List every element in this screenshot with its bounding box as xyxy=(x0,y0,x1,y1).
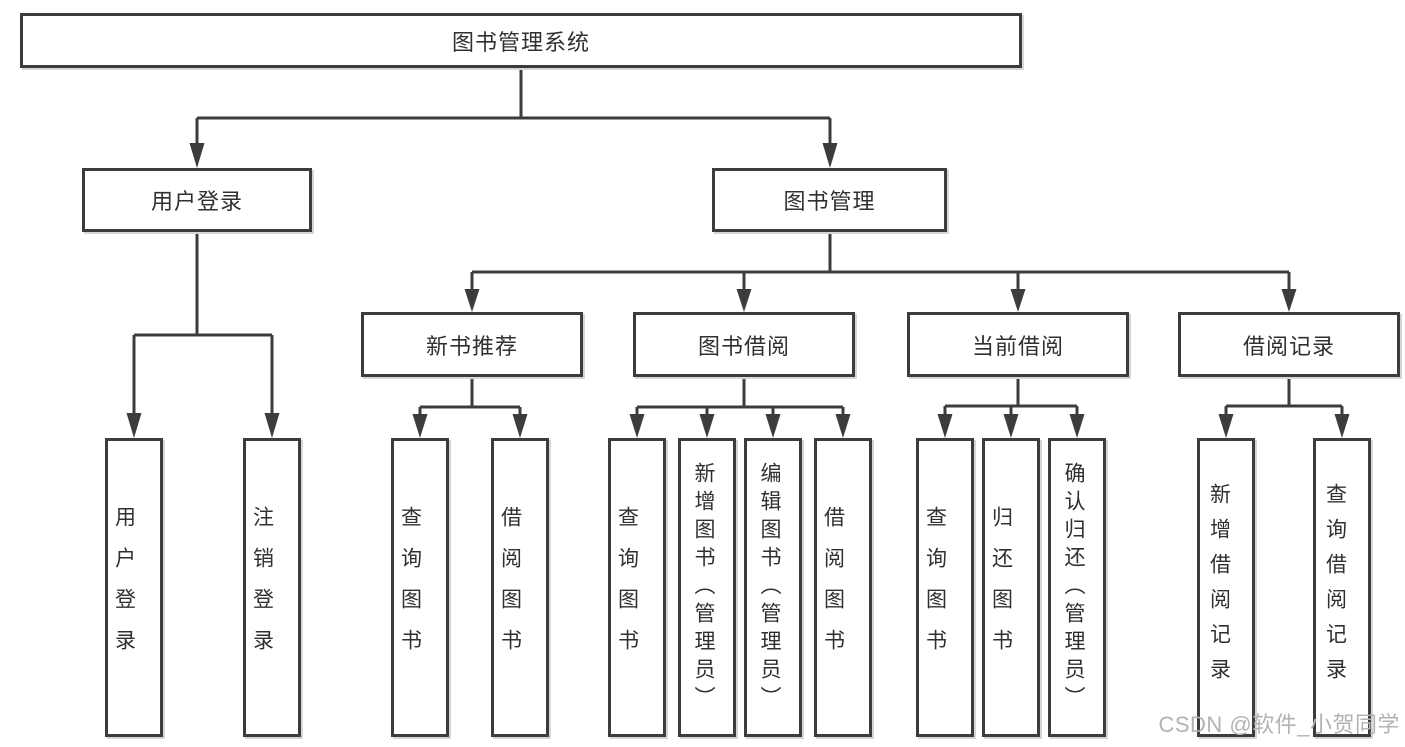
branch-book-borrow xyxy=(629,377,851,438)
branch-user-login xyxy=(126,232,280,438)
leaf-confirm-return-admin-label: 确认归还（管理员） xyxy=(1062,461,1085,714)
node-book-management: 图书管理 xyxy=(712,168,947,232)
branch-new-book xyxy=(412,377,528,438)
leaf-borrow-books-recommend-label: 借阅图书 xyxy=(498,505,522,670)
leaf-add-borrow-record-label: 新增借阅记录 xyxy=(1207,482,1231,693)
leaf-query-books-current-label: 查询图书 xyxy=(923,505,947,670)
arrow-down-icon xyxy=(189,143,205,168)
node-user-login: 用户登录 xyxy=(82,168,312,232)
root-node: 图书管理系统 xyxy=(20,13,1022,68)
leaf-query-borrow-record-label: 查询借阅记录 xyxy=(1323,482,1347,693)
leaf-borrow-books: 借阅图书 xyxy=(814,438,872,737)
leaf-query-borrow-record: 查询借阅记录 xyxy=(1313,438,1371,737)
root-node-label: 图书管理系统 xyxy=(451,29,590,55)
arrow-down-icon xyxy=(1218,414,1234,438)
node-book-management-label: 图书管理 xyxy=(783,189,876,214)
leaf-add-books-admin: 新增图书（管理员） xyxy=(678,438,736,737)
arrow-down-icon xyxy=(264,413,280,438)
arrow-down-icon xyxy=(1069,414,1085,438)
arrow-down-icon xyxy=(1281,289,1297,312)
leaf-user-login: 用户登录 xyxy=(105,438,163,737)
leaf-query-books-recommend: 查询图书 xyxy=(391,438,449,737)
arrow-down-icon xyxy=(937,414,953,438)
leaf-query-books-borrow: 查询图书 xyxy=(608,438,666,737)
leaf-logout-label: 注销登录 xyxy=(250,505,274,670)
leaf-add-books-admin-label: 新增图书（管理员） xyxy=(692,461,715,714)
arrow-down-icon xyxy=(464,289,480,312)
arrow-down-icon xyxy=(765,414,781,438)
node-borrow-records-label: 借阅记录 xyxy=(1242,333,1335,359)
node-current-borrow-label: 当前借阅 xyxy=(971,333,1064,359)
arrow-down-icon xyxy=(1010,289,1026,312)
leaf-user-login-label: 用户登录 xyxy=(112,505,136,670)
arrow-down-icon xyxy=(1003,414,1019,438)
arrow-down-icon xyxy=(835,414,851,438)
node-book-borrow-label: 图书借阅 xyxy=(697,333,790,359)
node-user-login-label: 用户登录 xyxy=(150,189,243,214)
arrow-down-icon xyxy=(822,143,838,168)
node-new-book-recommend: 新书推荐 xyxy=(361,312,583,377)
arrow-down-icon xyxy=(126,413,142,438)
csdn-watermark: CSDN @软件_小贺同学 xyxy=(1158,712,1400,737)
arrow-down-icon xyxy=(412,414,428,438)
branch-book-management xyxy=(464,232,1297,312)
node-new-book-recommend-label: 新书推荐 xyxy=(425,333,518,359)
leaf-edit-books-admin: 编辑图书（管理员） xyxy=(744,438,802,737)
leaf-borrow-books-recommend: 借阅图书 xyxy=(491,438,549,737)
leaf-query-books-borrow-label: 查询图书 xyxy=(615,505,639,670)
leaf-logout: 注销登录 xyxy=(243,438,301,737)
leaf-return-books-label: 归还图书 xyxy=(989,505,1013,670)
arrow-down-icon xyxy=(699,414,715,438)
branch-root xyxy=(189,68,838,168)
arrow-down-icon xyxy=(736,289,752,312)
branch-borrow-records xyxy=(1218,377,1350,438)
branch-current-borrow xyxy=(937,377,1085,438)
leaf-query-books-recommend-label: 查询图书 xyxy=(398,505,422,670)
arrow-down-icon xyxy=(1334,414,1350,438)
leaf-edit-books-admin-label: 编辑图书（管理员） xyxy=(758,461,781,714)
node-current-borrow: 当前借阅 xyxy=(907,312,1129,377)
node-borrow-records: 借阅记录 xyxy=(1178,312,1400,377)
node-book-borrow: 图书借阅 xyxy=(633,312,855,377)
arrow-down-icon xyxy=(512,414,528,438)
arrow-down-icon xyxy=(629,414,645,438)
leaf-borrow-books-label: 借阅图书 xyxy=(821,505,845,670)
leaf-add-borrow-record: 新增借阅记录 xyxy=(1197,438,1255,737)
leaf-query-books-current: 查询图书 xyxy=(916,438,974,737)
leaf-confirm-return-admin: 确认归还（管理员） xyxy=(1048,438,1106,737)
leaf-return-books: 归还图书 xyxy=(982,438,1040,737)
